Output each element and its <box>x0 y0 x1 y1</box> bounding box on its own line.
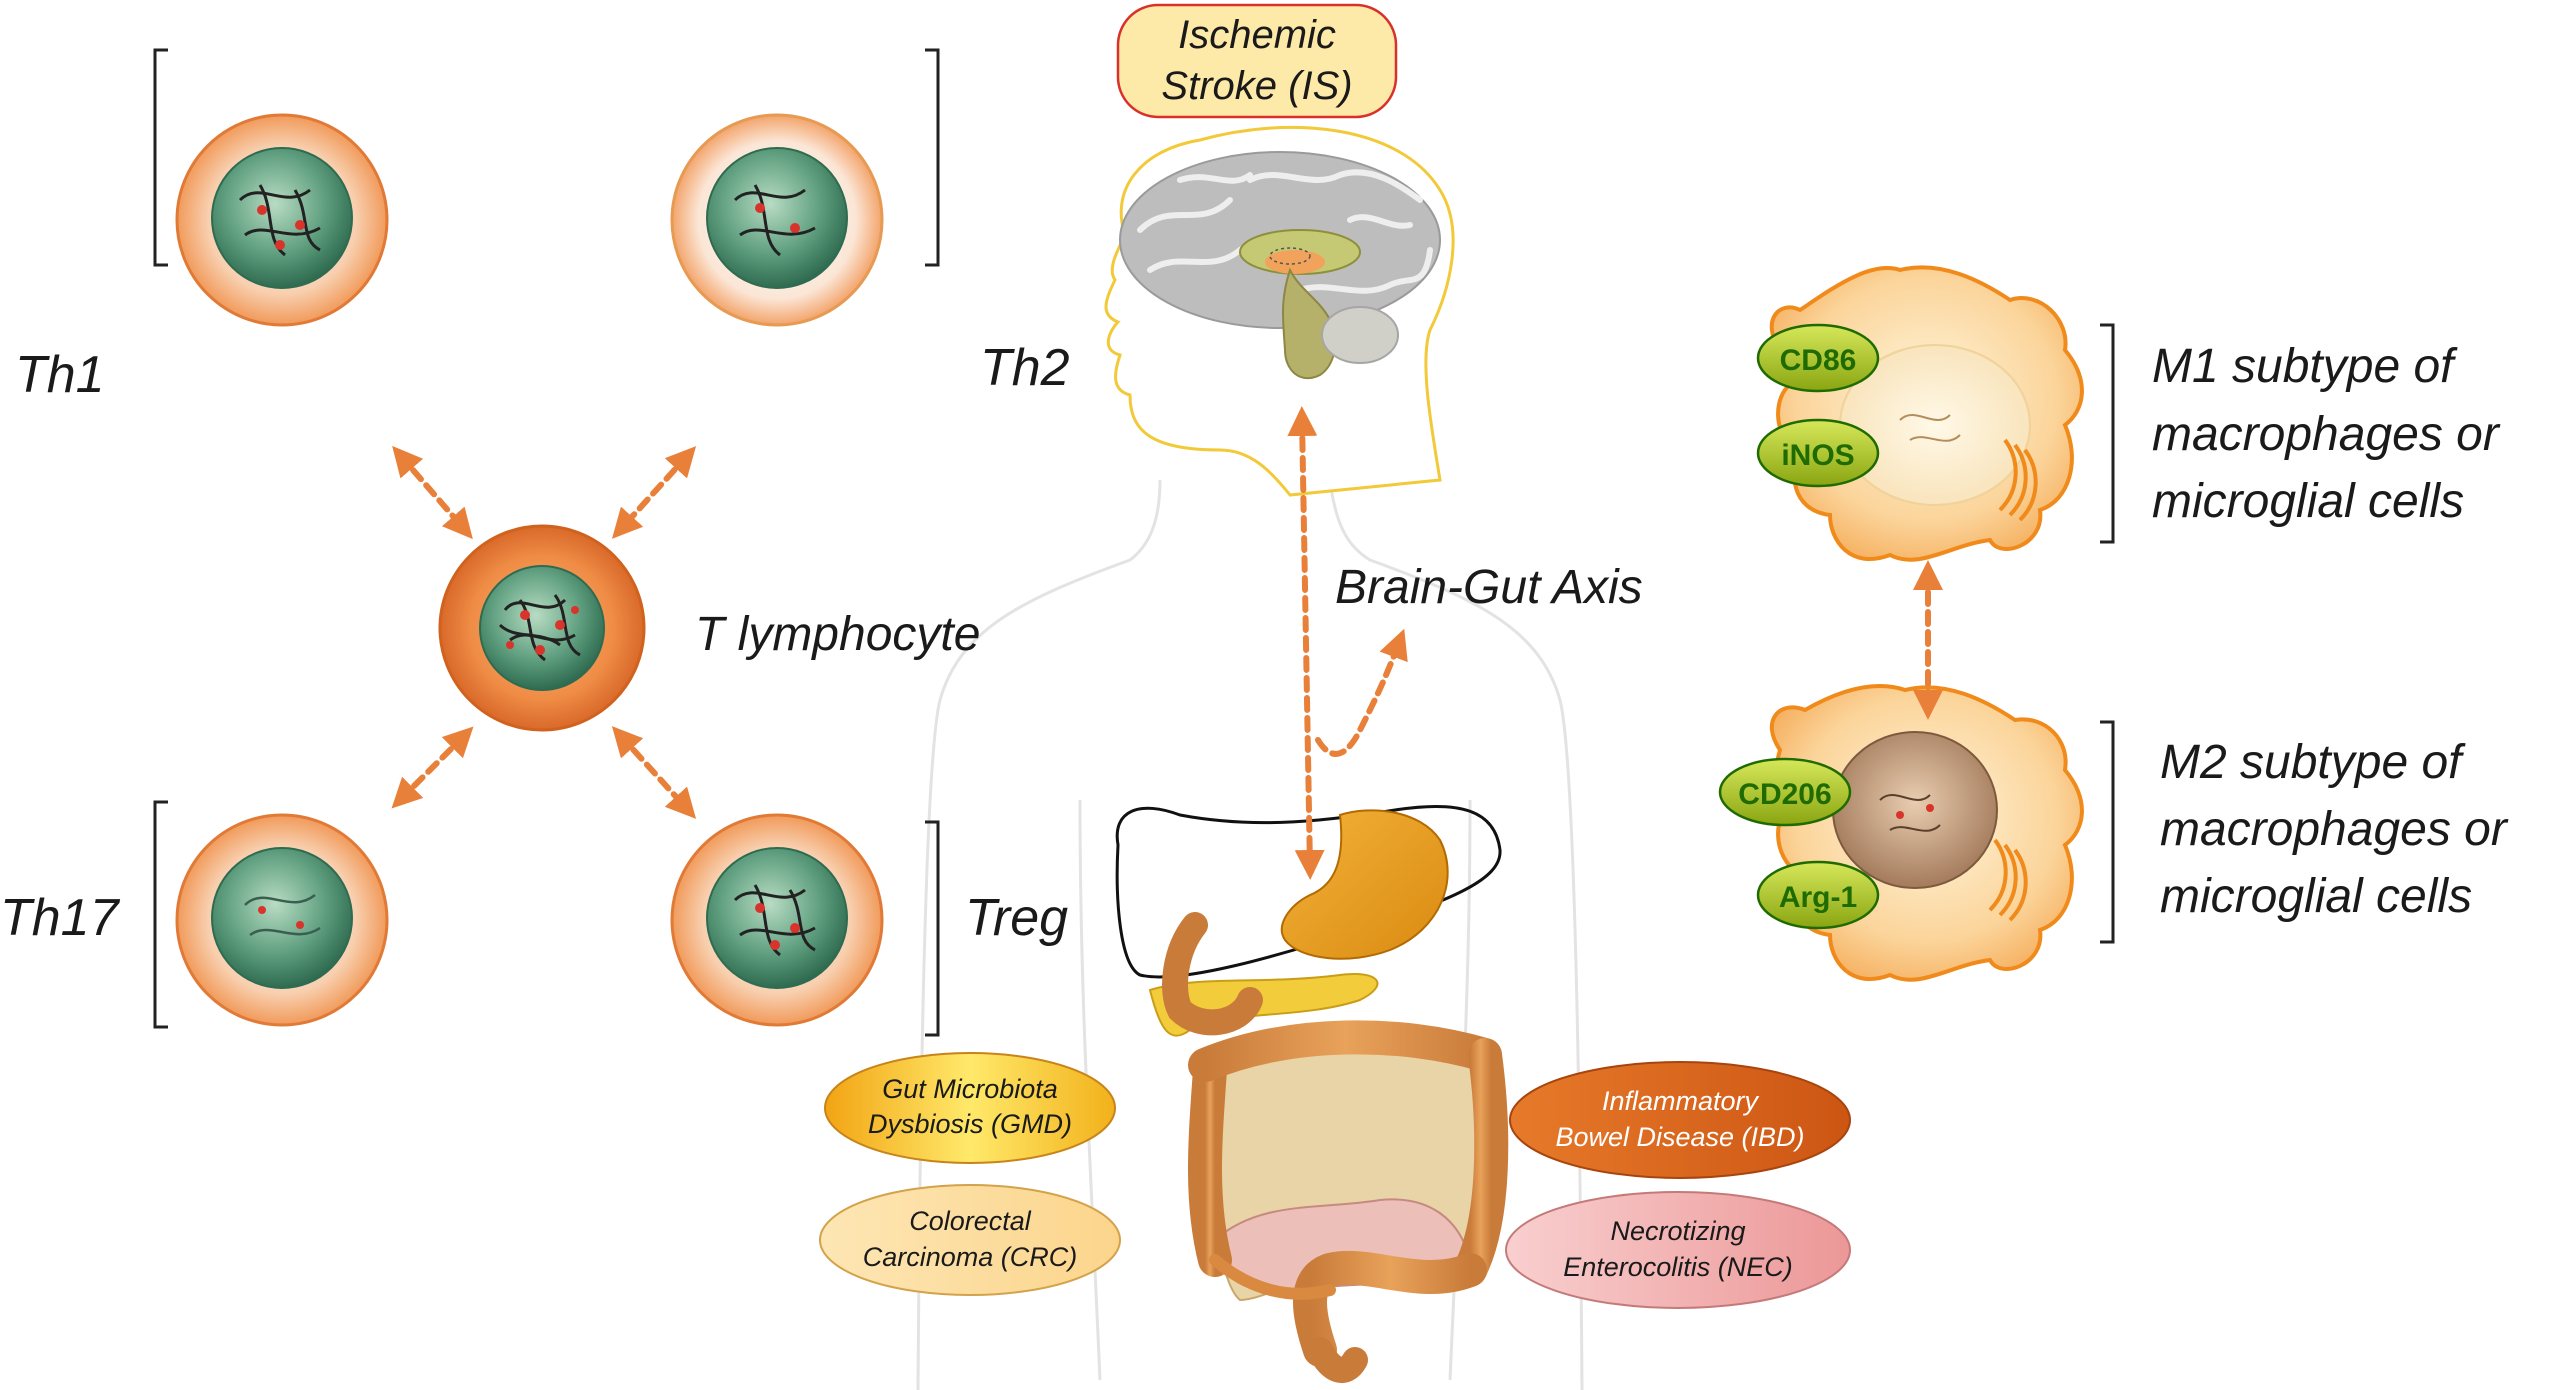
disease-gmd: Gut Microbiota Dysbiosis (GMD) <box>824 1052 1116 1164</box>
arrow-th1 <box>392 445 473 540</box>
m1-label-line1: M1 subtype of <box>2152 340 2458 393</box>
marker-inos: iNOS <box>1781 439 1854 472</box>
nec-line1: Necrotizing <box>1610 1216 1745 1246</box>
treg-label: Treg <box>965 889 1068 947</box>
marker-cd86: CD86 <box>1780 344 1857 377</box>
arrow-th17 <box>391 726 474 809</box>
brain-gut-vertical-arrow <box>1287 406 1325 880</box>
ibd-line1: Inflammatory <box>1602 1086 1760 1116</box>
m2-markers: CD206 Arg-1 <box>1718 757 1880 930</box>
th17-cell <box>175 813 389 1027</box>
treg-cell <box>670 813 884 1027</box>
stroke-title-line2: Stroke (IS) <box>1161 64 1352 108</box>
m2-label-line1: M2 subtype of <box>2160 736 2466 789</box>
marker-cd206: CD206 <box>1738 778 1831 811</box>
ibd-line2: Bowel Disease (IBD) <box>1555 1122 1804 1152</box>
th2-cell <box>670 113 884 327</box>
arrow-th2 <box>611 446 697 539</box>
disease-nec: Necrotizing Enterocolitis (NEC) <box>1505 1191 1851 1309</box>
m1-markers: CD86 iNOS <box>1756 323 1880 488</box>
disease-crc: Colorectal Carcinoma (CRC) <box>819 1184 1121 1296</box>
nec-line2: Enterocolitis (NEC) <box>1563 1252 1793 1282</box>
brain-gut-curved-arrow <box>1315 628 1408 757</box>
digestive-organs <box>1115 804 1509 1383</box>
th17-label: Th17 <box>0 889 121 947</box>
ischemic-stroke-box: Ischemic Stroke (IS) <box>1116 3 1398 119</box>
crc-line2: Carcinoma (CRC) <box>863 1242 1078 1272</box>
m2-label-line2: macrophages or <box>2160 803 2509 856</box>
disease-ibd: Inflammatory Bowel Disease (IBD) <box>1509 1061 1851 1179</box>
m1-label: M1 subtype of macrophages or microglial … <box>2152 340 2501 528</box>
m2-label: M2 subtype of macrophages or microglial … <box>2160 736 2509 923</box>
m1-label-line3: microglial cells <box>2152 475 2464 528</box>
head-with-brain <box>1104 125 1455 497</box>
th1-label: Th1 <box>15 346 105 404</box>
m1-label-line2: macrophages or <box>2152 408 2501 461</box>
arrow-treg <box>611 726 697 819</box>
th1-cell <box>175 113 389 327</box>
brain-gut-axis-label: Brain-Gut Axis <box>1335 561 1643 614</box>
t-lymphocyte-cell <box>438 524 646 732</box>
brain-gut-arrows <box>1287 406 1408 880</box>
crc-line1: Colorectal <box>909 1206 1032 1236</box>
gmd-line2: Dysbiosis (GMD) <box>868 1109 1072 1139</box>
m1-macrophage <box>1769 265 2084 562</box>
stroke-title-line1: Ischemic <box>1178 13 1336 57</box>
m2-macrophage <box>1769 684 2084 982</box>
gmd-line1: Gut Microbiota <box>882 1074 1058 1104</box>
m2-label-line3: microglial cells <box>2160 870 2472 923</box>
macrophage-brackets <box>2100 323 2115 944</box>
th-brackets <box>153 48 940 1037</box>
t-cell-arrows <box>391 445 697 819</box>
t-lymphocyte-label: T lymphocyte <box>695 608 980 661</box>
th2-label: Th2 <box>980 339 1070 397</box>
marker-arg1: Arg-1 <box>1779 881 1857 914</box>
